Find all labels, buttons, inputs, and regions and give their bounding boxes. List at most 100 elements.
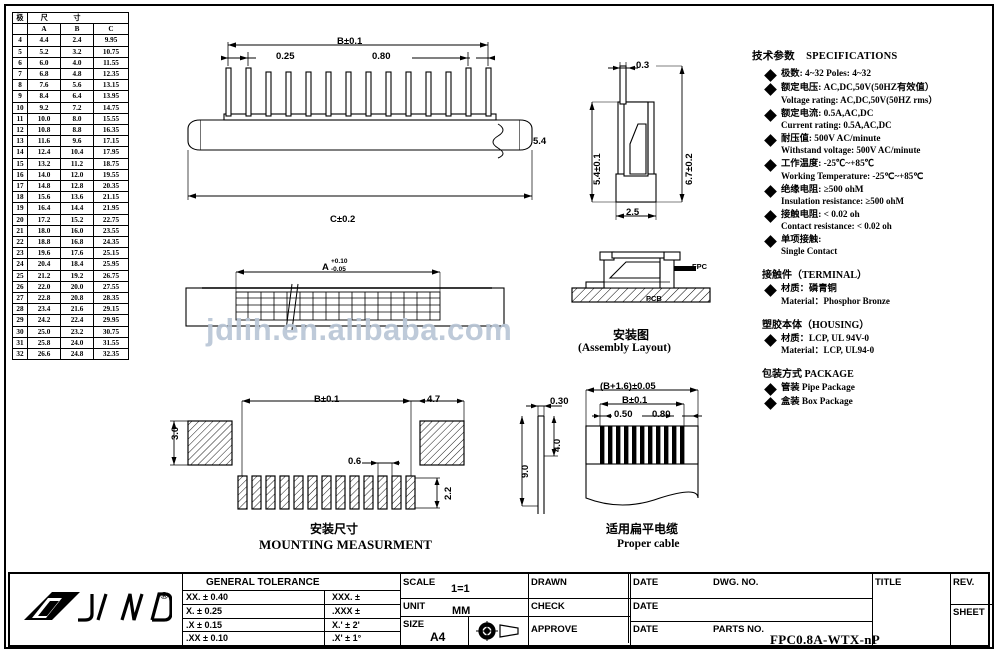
cell-c: 18.75 (93, 157, 129, 170)
cell-poles: 13 (12, 135, 28, 148)
cell-a: 17.2 (27, 213, 61, 226)
tb-hline-tol-4 (182, 631, 400, 632)
cell-a: 15.6 (27, 191, 61, 204)
date-label-2: DATE (633, 601, 659, 612)
cable-dim-thickness: 0.30 (550, 396, 569, 407)
spec-item-en: Working Temperature: -25℃~+85℃ (781, 170, 924, 181)
cable-dim-40: 4.0 (552, 438, 563, 452)
cell-poles: 17 (12, 180, 28, 193)
cell-poles: 4 (12, 34, 28, 47)
cell-c: 30.75 (93, 325, 129, 338)
cell-c: 12.35 (93, 68, 129, 81)
cell-b: 13.6 (60, 191, 94, 204)
spec-item-text: 极数: 4~32 Poles: 4~32 (781, 69, 871, 80)
diamond-bullet-icon (764, 397, 777, 411)
cell-c: 16.35 (93, 124, 129, 137)
cell-c: 22.75 (93, 213, 129, 226)
top-dim-a: A (322, 262, 329, 273)
tb-divider-2 (324, 590, 325, 645)
cell-a: 20.4 (27, 258, 61, 271)
cell-a: 7.6 (27, 79, 61, 92)
tolerance-header: GENERAL TOLERANCE (206, 577, 320, 588)
cell-c: 15.55 (93, 112, 129, 126)
top-dim-a-plus: +0.10 (331, 258, 348, 265)
cell-poles: 28 (12, 303, 28, 316)
diamond-bullet-icon (764, 184, 777, 198)
tb-hline-drawn (528, 598, 872, 599)
housing-material-row: 材质：LCP, UL 94V-0 Material：LCP, UL94-0 (752, 334, 988, 356)
cell-c: 31.55 (93, 336, 129, 350)
cell-a: 13.2 (27, 157, 61, 170)
company-logo: ® (22, 588, 173, 630)
cell-poles: 22 (12, 236, 28, 249)
terminal-material-block: 材质：磷青铜 Material：Phosphor Bronze (781, 284, 890, 306)
cell-a: 18.0 (27, 224, 61, 238)
cell-b: 2.4 (60, 34, 94, 47)
cell-poles: 14 (12, 146, 28, 159)
cell-c: 32.35 (93, 348, 129, 361)
cell-a: 23.4 (27, 303, 61, 316)
terminal-head: 接触件（TERMINAL） (762, 270, 868, 282)
cell-a: 16.4 (27, 202, 61, 215)
cell-b: 20.0 (60, 280, 94, 294)
cell-poles: 29 (12, 314, 28, 327)
unit-label: UNIT (403, 601, 426, 612)
terminal-material-cn: 材质：磷青铜 (781, 284, 837, 295)
cell-b: 4.0 (60, 56, 94, 70)
cell-poles: 32 (12, 348, 28, 361)
cell-c: 17.15 (93, 135, 129, 148)
cell-a: 14.0 (27, 168, 61, 182)
front-dim-first-pitch: 0.25 (276, 51, 295, 62)
header-col-c: C (93, 23, 129, 36)
spec-item-cn: 额定电流: 0.5A,AC,DC (781, 108, 874, 119)
diamond-bullet-icon (764, 159, 777, 173)
cell-a: 6.0 (27, 56, 61, 70)
diamond-bullet-icon (764, 134, 777, 147)
cell-c: 14.75 (93, 101, 129, 114)
cell-poles: 31 (12, 336, 28, 350)
cell-c: 25.95 (93, 258, 129, 271)
top-view-drawing (185, 269, 505, 331)
cell-c: 29.95 (93, 314, 129, 327)
tolerance-right: X.' ± 2' (332, 619, 360, 630)
unit-value: MM (452, 605, 471, 617)
top-dim-a-minus: -0.05 (331, 266, 346, 273)
diamond-bullet-icon (764, 235, 777, 248)
mounting-measurement-drawing (170, 398, 465, 510)
cable-dim-outer: (B+1.6)±0.05 (600, 381, 656, 392)
diamond-bullet-icon (764, 83, 777, 97)
cell-a: 18.8 (27, 236, 61, 249)
table-header-cols: A B C (12, 23, 129, 36)
cell-b: 12.8 (60, 180, 94, 193)
cable-dim-080: 0.80 (652, 409, 671, 420)
tb-divider-7 (872, 574, 873, 645)
cell-a: 26.6 (27, 348, 61, 361)
mounting-dim-30: 3.0 (170, 426, 181, 440)
check-label: CHECK (531, 601, 565, 612)
tolerance-left: .X ± 0.15 (186, 619, 222, 630)
tb-hline-rev (950, 604, 992, 605)
size-label: SIZE (403, 619, 425, 630)
proper-cable-drawing (519, 387, 702, 514)
cell-b: 7.2 (60, 101, 94, 114)
cell-b: 24.0 (60, 336, 94, 350)
assembly-layout-drawing (571, 251, 711, 303)
cell-b: 14.4 (60, 202, 94, 215)
sheet-label: SHEET (953, 607, 985, 618)
cell-a: 11.6 (27, 135, 61, 148)
cell-a: 12.4 (27, 146, 61, 159)
spec-item-en: Single Contact (781, 246, 838, 257)
spec-item-text: 额定电压: AC,DC,50V(50HZ有效值）Voltage rating: … (781, 83, 937, 105)
cell-c: 10.75 (93, 45, 129, 58)
